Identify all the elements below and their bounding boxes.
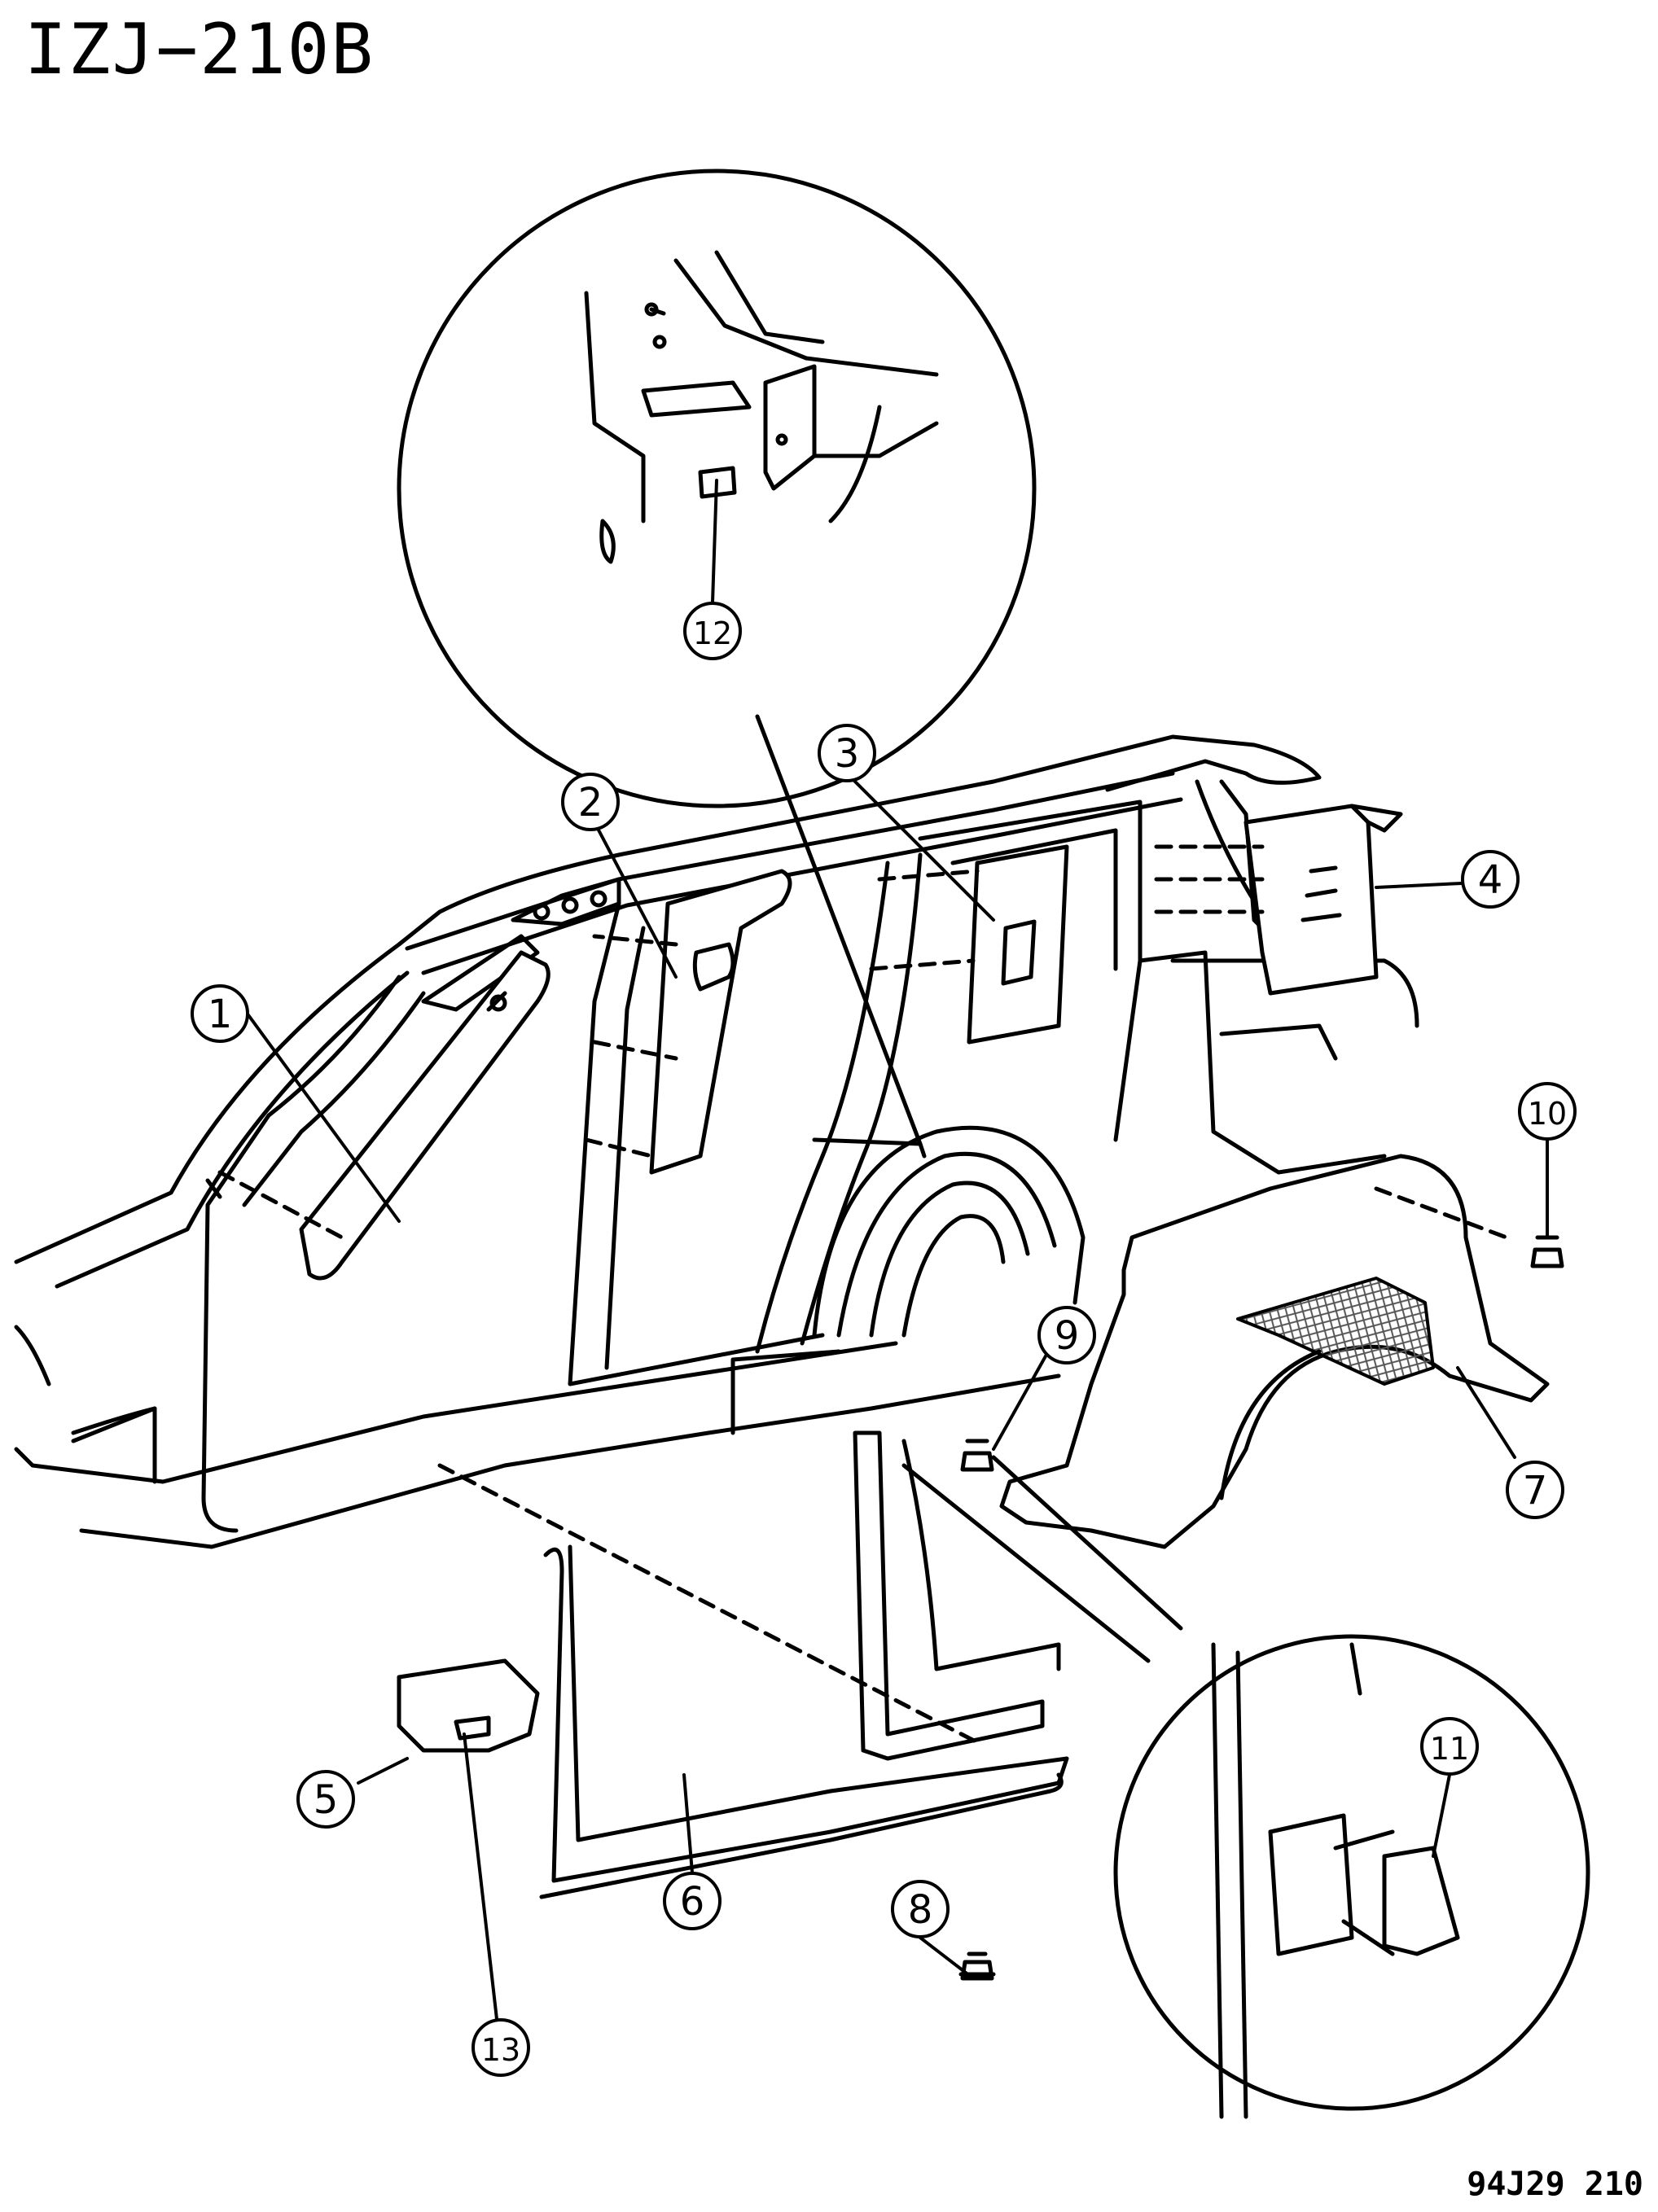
part-5-cowl-side-trim bbox=[397, 1658, 540, 1753]
svg-text:6: 6 bbox=[680, 1879, 705, 1925]
callout-4: 4 bbox=[1461, 850, 1520, 909]
vehicle-body-shell bbox=[14, 734, 1419, 1549]
callout-3: 3 bbox=[818, 724, 876, 782]
svg-text:5: 5 bbox=[314, 1777, 339, 1823]
part-3-c-pillar-trim bbox=[869, 844, 1069, 1045]
callout-9: 9 bbox=[1037, 1306, 1096, 1364]
part-2-b-pillar-upper-trim bbox=[584, 869, 792, 1175]
callout-1: 1 bbox=[191, 984, 249, 1043]
callouts: 1 2 3 4 5 6 7 8 9 10 11 12 13 bbox=[191, 602, 1577, 2077]
callout-6: 6 bbox=[663, 1872, 722, 1930]
svg-text:10: 10 bbox=[1528, 1096, 1567, 1132]
callout-2: 2 bbox=[561, 773, 620, 831]
svg-text:11: 11 bbox=[1430, 1731, 1469, 1767]
callout-13: 13 bbox=[472, 2018, 530, 2077]
svg-text:1: 1 bbox=[208, 992, 233, 1037]
part-1-a-pillar-trim bbox=[205, 950, 550, 1281]
fastener-screws bbox=[958, 1235, 1564, 1981]
svg-text:8: 8 bbox=[908, 1887, 933, 1933]
leader-lines bbox=[243, 479, 1549, 2021]
svg-text:4: 4 bbox=[1478, 857, 1503, 903]
callout-10: 10 bbox=[1518, 1082, 1577, 1141]
part-7-quarter-trim-panel bbox=[999, 1154, 1550, 1549]
part-4-d-pillar-trim bbox=[1154, 804, 1403, 996]
svg-text:13: 13 bbox=[481, 2032, 520, 2068]
part-6-sill-scuff-plate bbox=[437, 1430, 1151, 1899]
callout-5: 5 bbox=[296, 1770, 355, 1829]
drawing-number: 94J29 210 bbox=[1467, 2166, 1643, 2203]
callout-11: 11 bbox=[1420, 1717, 1479, 1776]
svg-text:9: 9 bbox=[1055, 1313, 1080, 1359]
diagram-code: IZJ−210B bbox=[24, 9, 375, 90]
detail-view-lower bbox=[991, 1455, 1590, 2119]
callout-12: 12 bbox=[683, 602, 742, 660]
svg-text:3: 3 bbox=[835, 731, 860, 777]
screw-10 bbox=[1530, 1235, 1564, 1268]
svg-text:7: 7 bbox=[1523, 1468, 1548, 1513]
svg-text:12: 12 bbox=[693, 615, 732, 651]
callout-7: 7 bbox=[1506, 1461, 1564, 1519]
callout-8: 8 bbox=[891, 1880, 950, 1938]
screw-9 bbox=[960, 1439, 994, 1472]
svg-text:2: 2 bbox=[578, 780, 603, 826]
